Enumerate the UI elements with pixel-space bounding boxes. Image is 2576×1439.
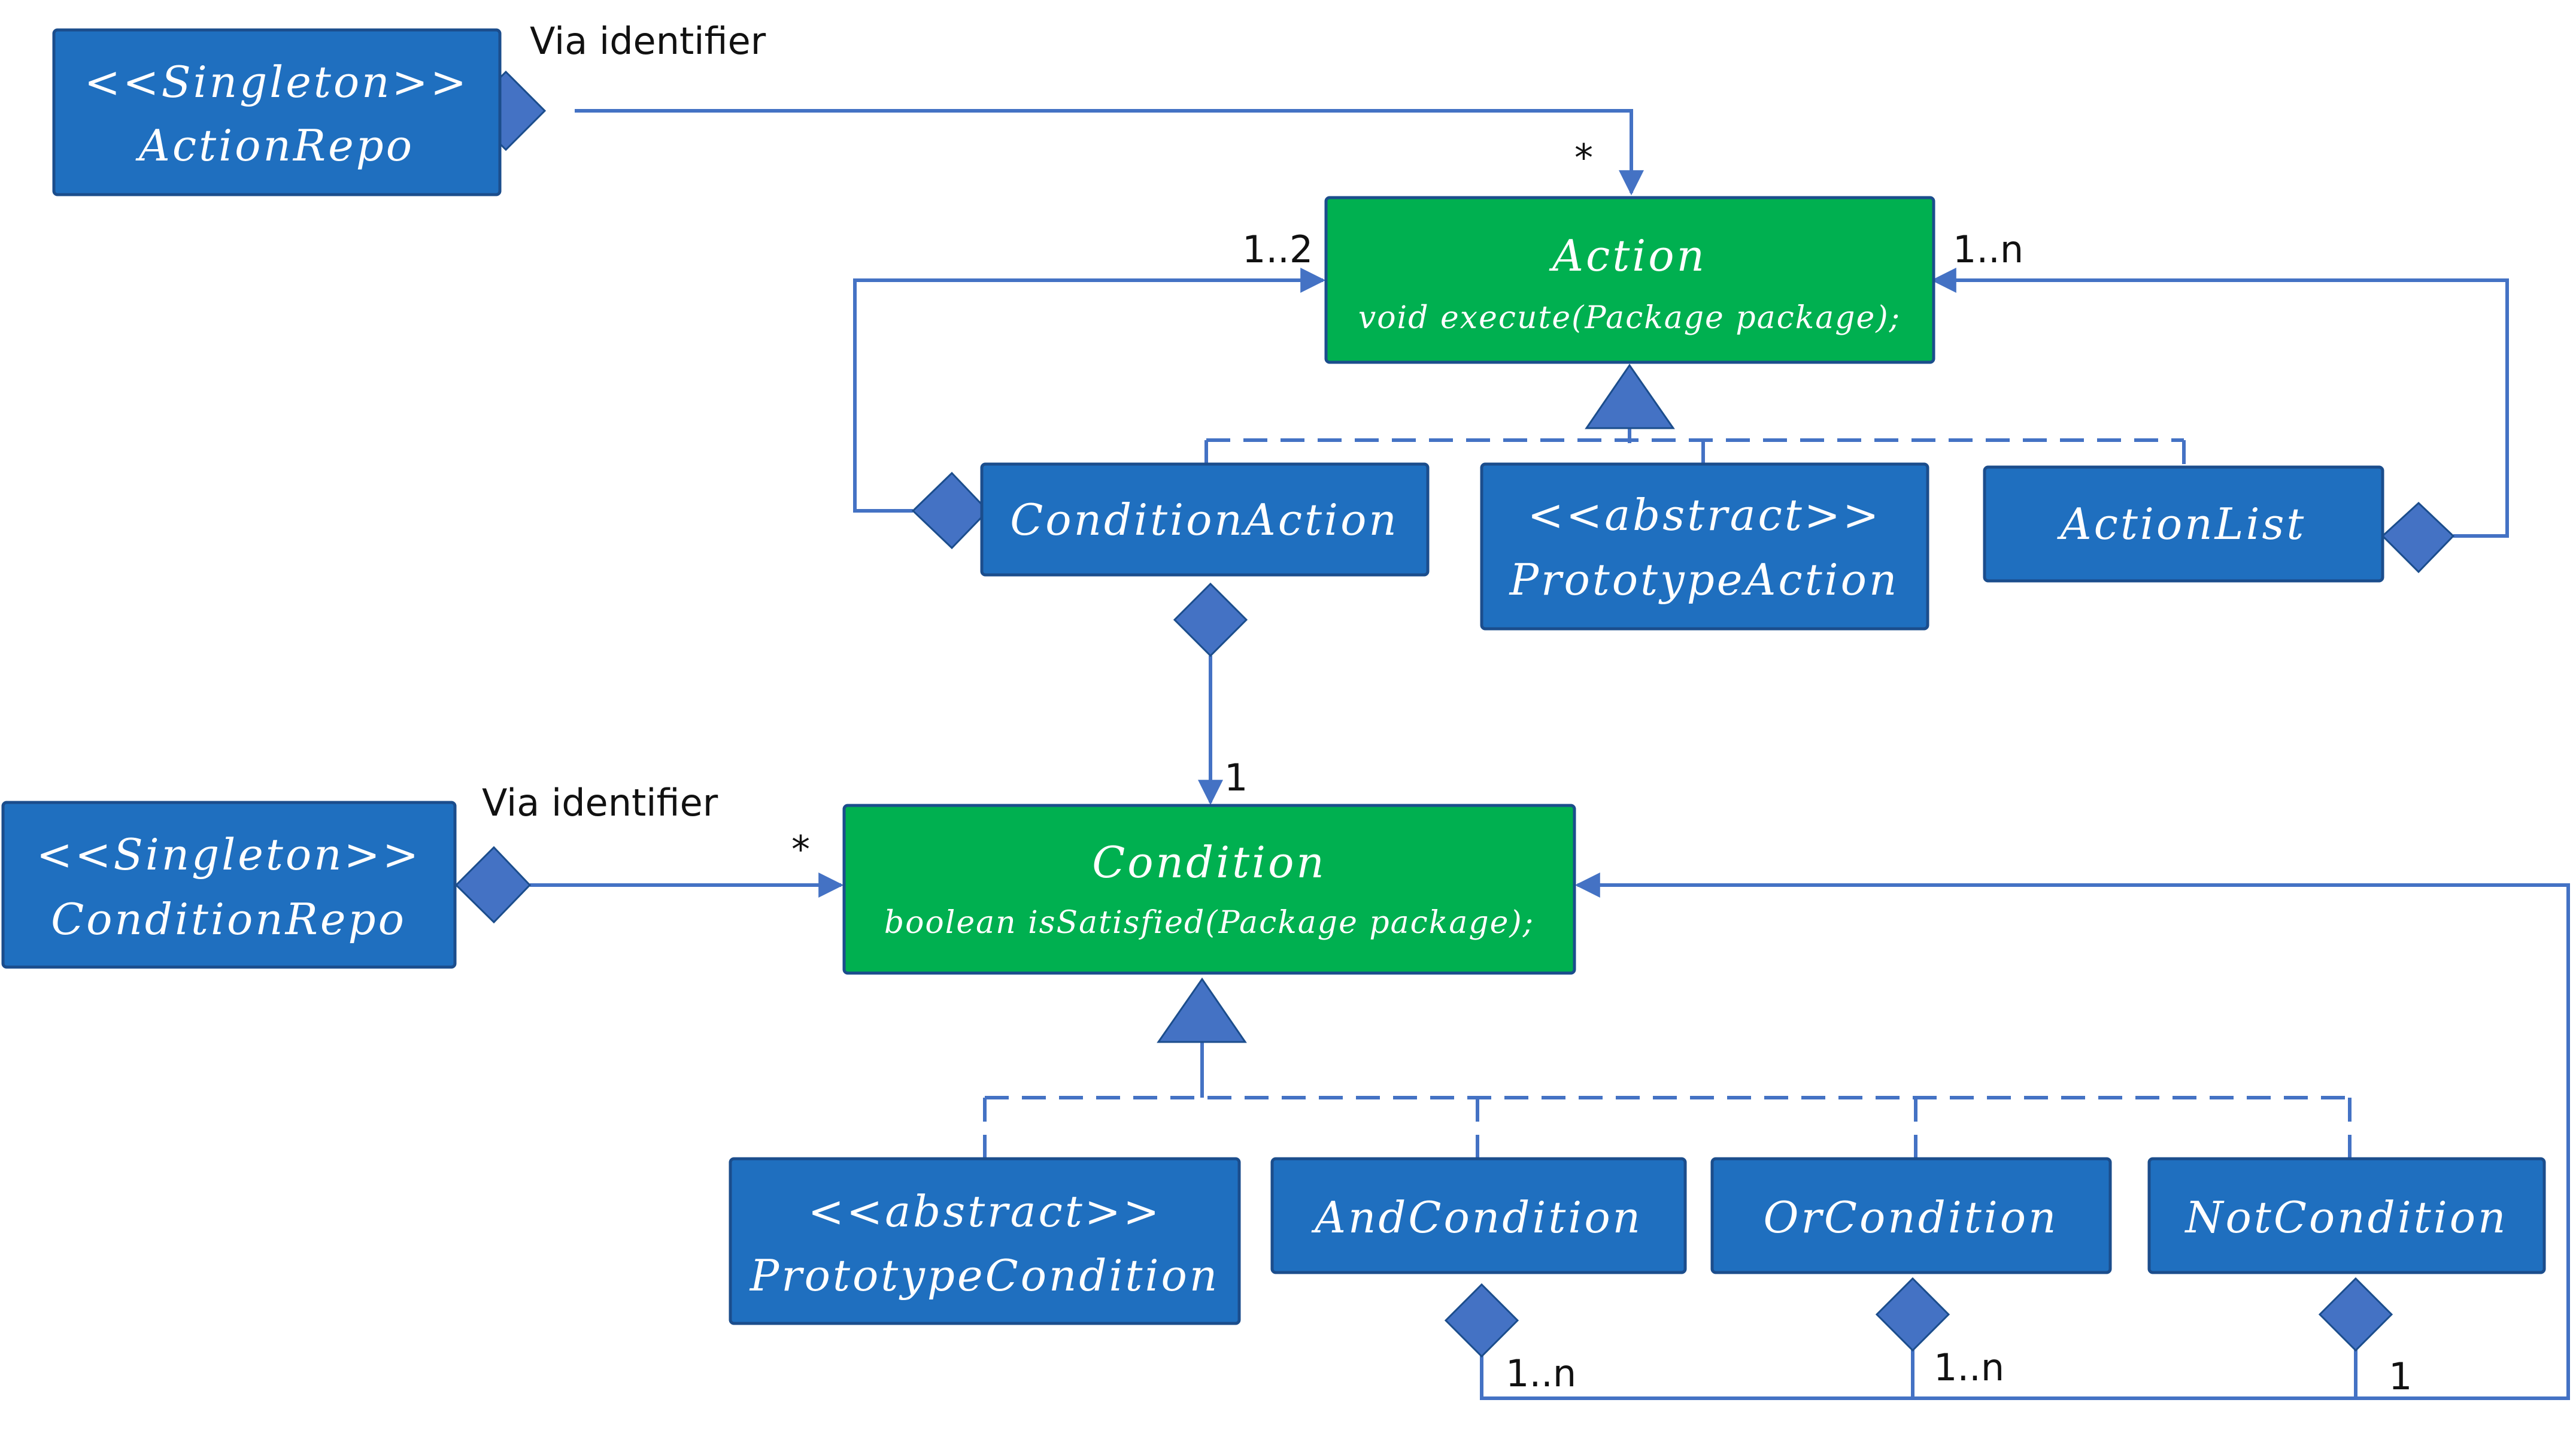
node-or-condition[interactable]: OrCondition	[1710, 1157, 2112, 1274]
node-not-condition-name: NotCondition	[2184, 1192, 2508, 1243]
node-condition-repo[interactable]: <<Singleton>> ConditionRepo	[1, 801, 457, 969]
node-condition-repo-stereotype: <<Singleton>>	[37, 829, 421, 880]
node-action-name: Action	[1549, 231, 1707, 281]
edge-labels: Via identifier * 1..2 1..n 1 Via identif…	[482, 19, 2412, 1398]
edge-action-repo-to-action	[575, 109, 1644, 196]
diamond-action-list-right	[2381, 501, 2455, 574]
node-action[interactable]: Action void execute(Package package);	[1324, 196, 1935, 364]
node-and-condition[interactable]: AndCondition	[1270, 1157, 1687, 1274]
label-action-list-to-action-multiplicity: 1..n	[1953, 228, 2023, 271]
label-not-multiplicity: 1	[2389, 1355, 2412, 1398]
node-prototype-action[interactable]: <<abstract>> PrototypeAction	[1480, 462, 1929, 631]
node-condition-method: boolean isSatisfied(Package package);	[884, 905, 1534, 941]
label-condition-repo-multiplicity: *	[791, 828, 810, 871]
node-prototype-action-name: PrototypeAction	[1509, 555, 1900, 605]
diamond-or-condition	[1875, 1277, 1950, 1352]
node-prototype-condition-stereotype: <<abstract>>	[808, 1186, 1162, 1237]
label-condition-action-to-action-multiplicity: 1..2	[1242, 228, 1313, 271]
node-prototype-condition[interactable]: <<abstract>> PrototypeCondition	[729, 1157, 1241, 1325]
triangle-action-inherit	[1585, 363, 1675, 429]
diamond-and-condition	[1444, 1283, 1519, 1358]
node-prototype-action-stereotype: <<abstract>>	[1528, 490, 1882, 540]
node-action-repo[interactable]: <<Singleton>> ActionRepo	[52, 28, 502, 196]
node-prototype-condition-name: PrototypeCondition	[749, 1250, 1219, 1301]
edge-condition-action-to-action	[853, 268, 1326, 513]
edges	[530, 109, 2570, 1400]
node-action-repo-stereotype: <<Singleton>>	[84, 57, 469, 107]
node-action-repo-name: ActionRepo	[135, 120, 414, 171]
node-condition-action[interactable]: ConditionAction	[980, 462, 1430, 577]
node-action-method: void execute(Package package);	[1358, 300, 1901, 336]
label-condition-repo-via: Via identifier	[482, 781, 718, 825]
label-action-repo-via: Via identifier	[530, 19, 766, 63]
node-condition-name: Condition	[1092, 837, 1327, 887]
node-not-condition[interactable]: NotCondition	[2147, 1157, 2546, 1274]
diamond-not-condition	[2318, 1277, 2393, 1352]
edge-action-list-to-action	[1931, 268, 2509, 538]
node-and-condition-name: AndCondition	[1311, 1192, 1643, 1243]
nodes: <<Singleton>> ActionRepo Action void exe…	[1, 28, 2546, 1325]
node-condition[interactable]: Condition boolean isSatisfied(Package pa…	[842, 804, 1576, 975]
label-action-repo-multiplicity: *	[1574, 136, 1593, 180]
label-and-multiplicity: 1..n	[1506, 1352, 1576, 1395]
node-or-condition-name: OrCondition	[1763, 1192, 2058, 1243]
markers	[454, 70, 2455, 1358]
label-or-multiplicity: 1..n	[1934, 1346, 2004, 1389]
node-condition-action-name: ConditionAction	[1010, 495, 1399, 545]
diamond-condition-action-bottom	[1173, 582, 1248, 658]
diamond-condition-repo	[454, 846, 532, 924]
node-condition-repo-name: ConditionRepo	[51, 894, 406, 944]
triangle-condition-inherit	[1157, 977, 1247, 1043]
node-action-list[interactable]: ActionList	[1983, 465, 2384, 583]
diamond-condition-action-left	[911, 471, 990, 550]
label-condition-action-to-condition-multiplicity: 1	[1224, 756, 1248, 799]
edge-composites-to-condition	[1480, 873, 2570, 1400]
node-action-list-name: ActionList	[2057, 499, 2307, 549]
